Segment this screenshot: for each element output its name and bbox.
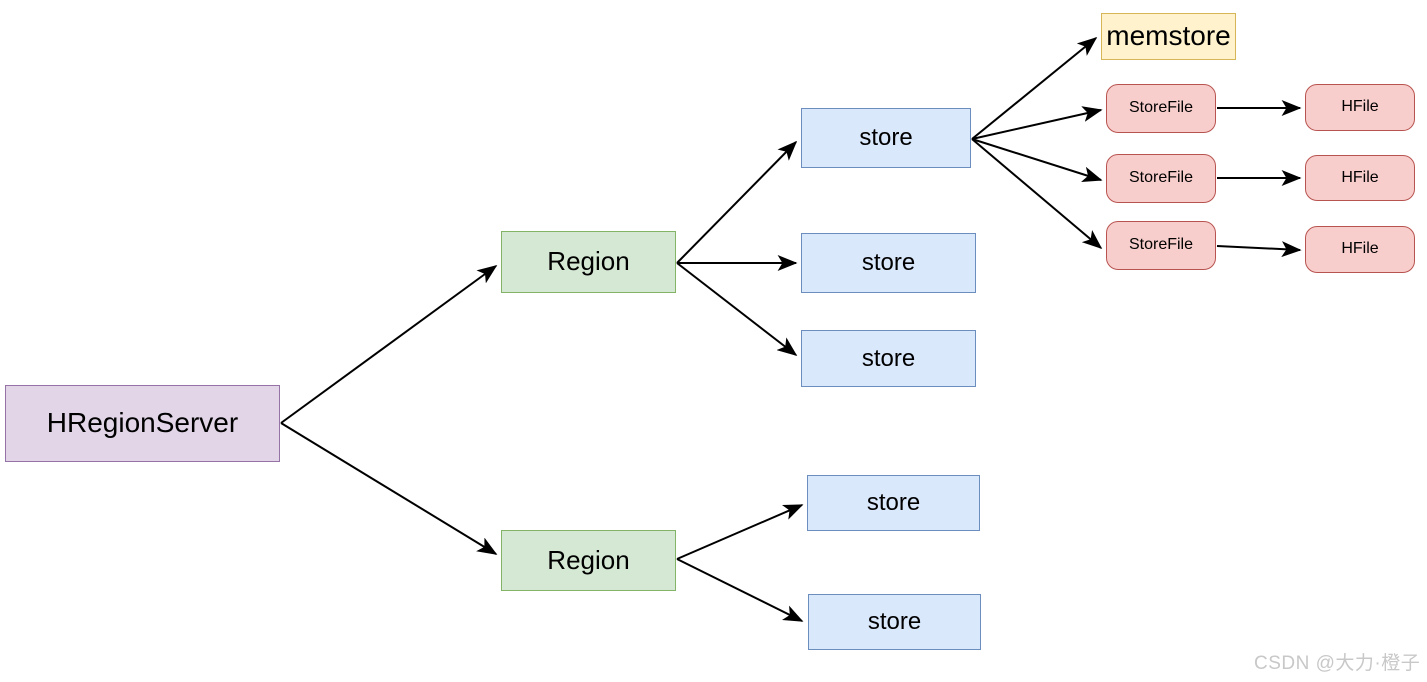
- edge-store1-memstore: [971, 36, 1098, 140]
- edge-hrs-region1: [280, 265, 498, 424]
- node-store-5[interactable]: store: [808, 594, 981, 650]
- node-memstore[interactable]: memstore: [1101, 13, 1236, 60]
- edge-store1-storefile3: [971, 138, 1103, 250]
- node-store-1[interactable]: store: [801, 108, 971, 168]
- node-label: memstore: [1106, 20, 1231, 52]
- node-store-4[interactable]: store: [807, 475, 980, 531]
- node-hregionserver[interactable]: HRegionServer: [5, 385, 280, 462]
- node-label: StoreFile: [1128, 169, 1194, 187]
- edge-region1-store3: [676, 262, 798, 356]
- node-label: HFile: [1341, 240, 1379, 258]
- node-region-1[interactable]: Region: [501, 231, 676, 293]
- edge-region1-store1: [676, 140, 798, 264]
- node-label: store: [859, 124, 913, 152]
- edge-region2-store4: [676, 504, 804, 560]
- node-label: HFile: [1341, 98, 1379, 116]
- edge-storefile3-hfile3: [1216, 241, 1302, 258]
- node-hfile-2[interactable]: HFile: [1305, 155, 1415, 201]
- node-region-2[interactable]: Region: [501, 530, 676, 591]
- node-label: store: [861, 249, 916, 277]
- edge-hrs-region2: [280, 422, 498, 555]
- edge-store1-storefile2: [971, 138, 1103, 183]
- edge-region2-store5: [676, 558, 804, 622]
- node-label: HFile: [1341, 168, 1379, 186]
- node-label: StoreFile: [1128, 99, 1194, 117]
- watermark: CSDN @大力·橙子: [1254, 653, 1421, 674]
- node-label: store: [866, 489, 921, 517]
- node-store-3[interactable]: store: [801, 330, 976, 387]
- node-storefile-2[interactable]: StoreFile: [1106, 154, 1216, 203]
- node-storefile-3[interactable]: StoreFile: [1106, 221, 1216, 270]
- node-label: StoreFile: [1128, 236, 1194, 254]
- node-store-2[interactable]: store: [801, 233, 976, 293]
- node-hfile-1[interactable]: HFile: [1305, 84, 1415, 131]
- node-label: Region: [547, 544, 630, 575]
- edge-store1-storefile1: [971, 106, 1103, 140]
- node-label: store: [867, 608, 922, 636]
- node-label: Region: [547, 246, 630, 277]
- node-label: HRegionServer: [46, 407, 239, 439]
- node-label: store: [861, 344, 916, 372]
- node-storefile-1[interactable]: StoreFile: [1106, 84, 1216, 133]
- node-hfile-3[interactable]: HFile: [1305, 226, 1415, 273]
